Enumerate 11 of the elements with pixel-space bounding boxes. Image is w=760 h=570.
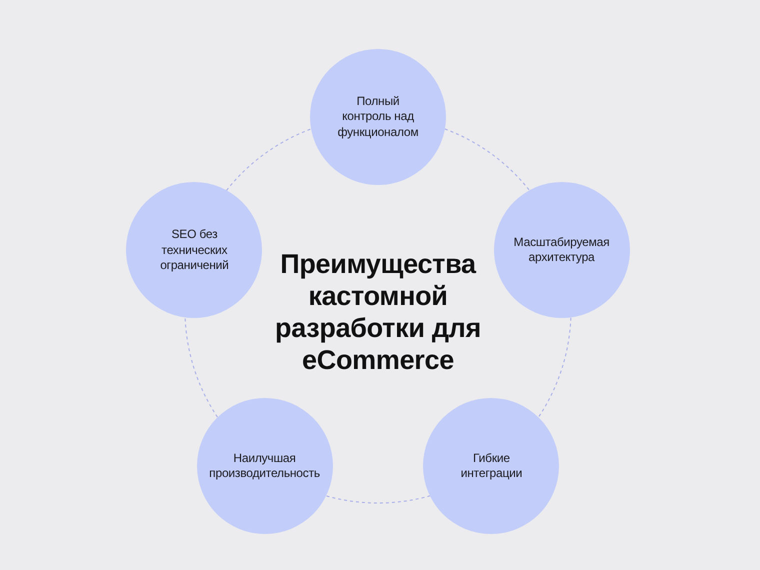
dashed-connector: [226, 128, 312, 191]
node-label: Масштабируемая архитектура: [512, 234, 610, 266]
dashed-connector: [444, 128, 530, 191]
dashed-connector: [538, 317, 572, 418]
node-label: Гибкие интеграции: [460, 450, 524, 482]
node-label: Наилучшая производительность: [208, 450, 321, 482]
dashed-connector: [184, 317, 218, 418]
node-label: SEO без технических ограничений: [159, 227, 230, 274]
diagram-title: Преимущества кастомной разработки для eCommerce: [274, 248, 482, 376]
node-label: Полный контроль над функционалом: [336, 94, 420, 140]
dashed-connector: [325, 495, 431, 504]
